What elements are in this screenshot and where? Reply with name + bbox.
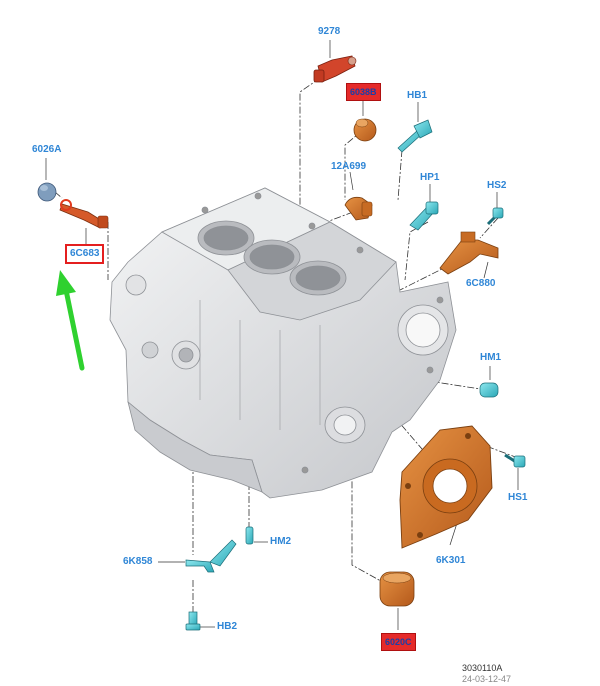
label-12a699: 12A699 [331,161,367,172]
label-hm1: HM1 [480,352,502,363]
label-9278: 9278 [318,26,341,37]
label-6k858: 6K858 [123,556,153,567]
label-connectors [45,40,519,630]
sender-9278-part [313,55,357,83]
label-hs2: HS2 [487,180,507,191]
label-6c880: 6C880 [466,278,496,289]
reference-code-secondary: 24-03-12-47 [462,674,512,684]
label-hs1: HS1 [508,492,528,503]
plug-6020c-part [379,571,415,607]
plug-6038b-part [353,118,377,142]
dowel-hm2-part [245,526,254,545]
label-6026a: 6026A [32,144,62,155]
dowel-hm1-part [479,382,499,398]
reference-code: 3030110A [462,663,503,673]
screw-hs1-part [504,453,526,468]
plug-6026a-part [37,182,57,202]
sensor-12a699-part [344,196,373,221]
label-6020c-highlighted: 6020C [381,633,416,651]
oil-jet-6k858-part [185,539,237,573]
green-pointer-arrow-icon [56,270,85,371]
label-6038b-highlighted: 6038B [346,83,381,101]
engine-block [109,187,457,499]
label-hm2: HM2 [270,536,292,547]
pin-hp1-part [409,201,439,231]
label-hb2: HB2 [217,621,238,632]
label-hb1: HB1 [407,90,428,101]
sensor-6c683-part [59,199,109,229]
bolt-hb2-part [185,611,201,631]
label-hp1: HP1 [420,172,440,183]
label-6c683-highlighted: 6C683 [65,244,105,264]
seal-retainer-6k301-part [399,425,493,549]
label-6k301: 6K301 [436,555,466,566]
screw-hs2-part [486,207,504,226]
sensor-6c880-part [439,231,499,275]
bolt-hb1-part [397,119,433,153]
